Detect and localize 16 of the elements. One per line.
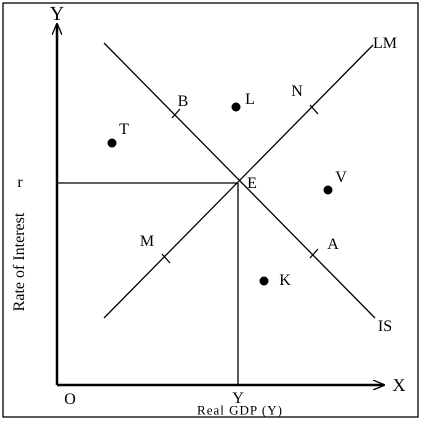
point-label: A — [327, 237, 339, 253]
point-label: L — [245, 92, 255, 108]
point-label: V — [335, 170, 347, 186]
origin-label: O — [64, 392, 76, 408]
curve-label: LM — [373, 36, 397, 52]
point-label: B — [178, 94, 188, 110]
axis-title: Rate of Interest — [12, 212, 28, 312]
curve-label: IS — [378, 319, 392, 335]
axis-label: X — [392, 376, 406, 394]
point-label: M — [140, 234, 154, 250]
axis-label: r — [17, 175, 23, 191]
point-label: K — [279, 273, 291, 289]
point-label: N — [291, 84, 303, 100]
axis-label: Y — [50, 4, 64, 24]
point-label: E — [247, 176, 257, 192]
point-label: T — [119, 122, 129, 138]
